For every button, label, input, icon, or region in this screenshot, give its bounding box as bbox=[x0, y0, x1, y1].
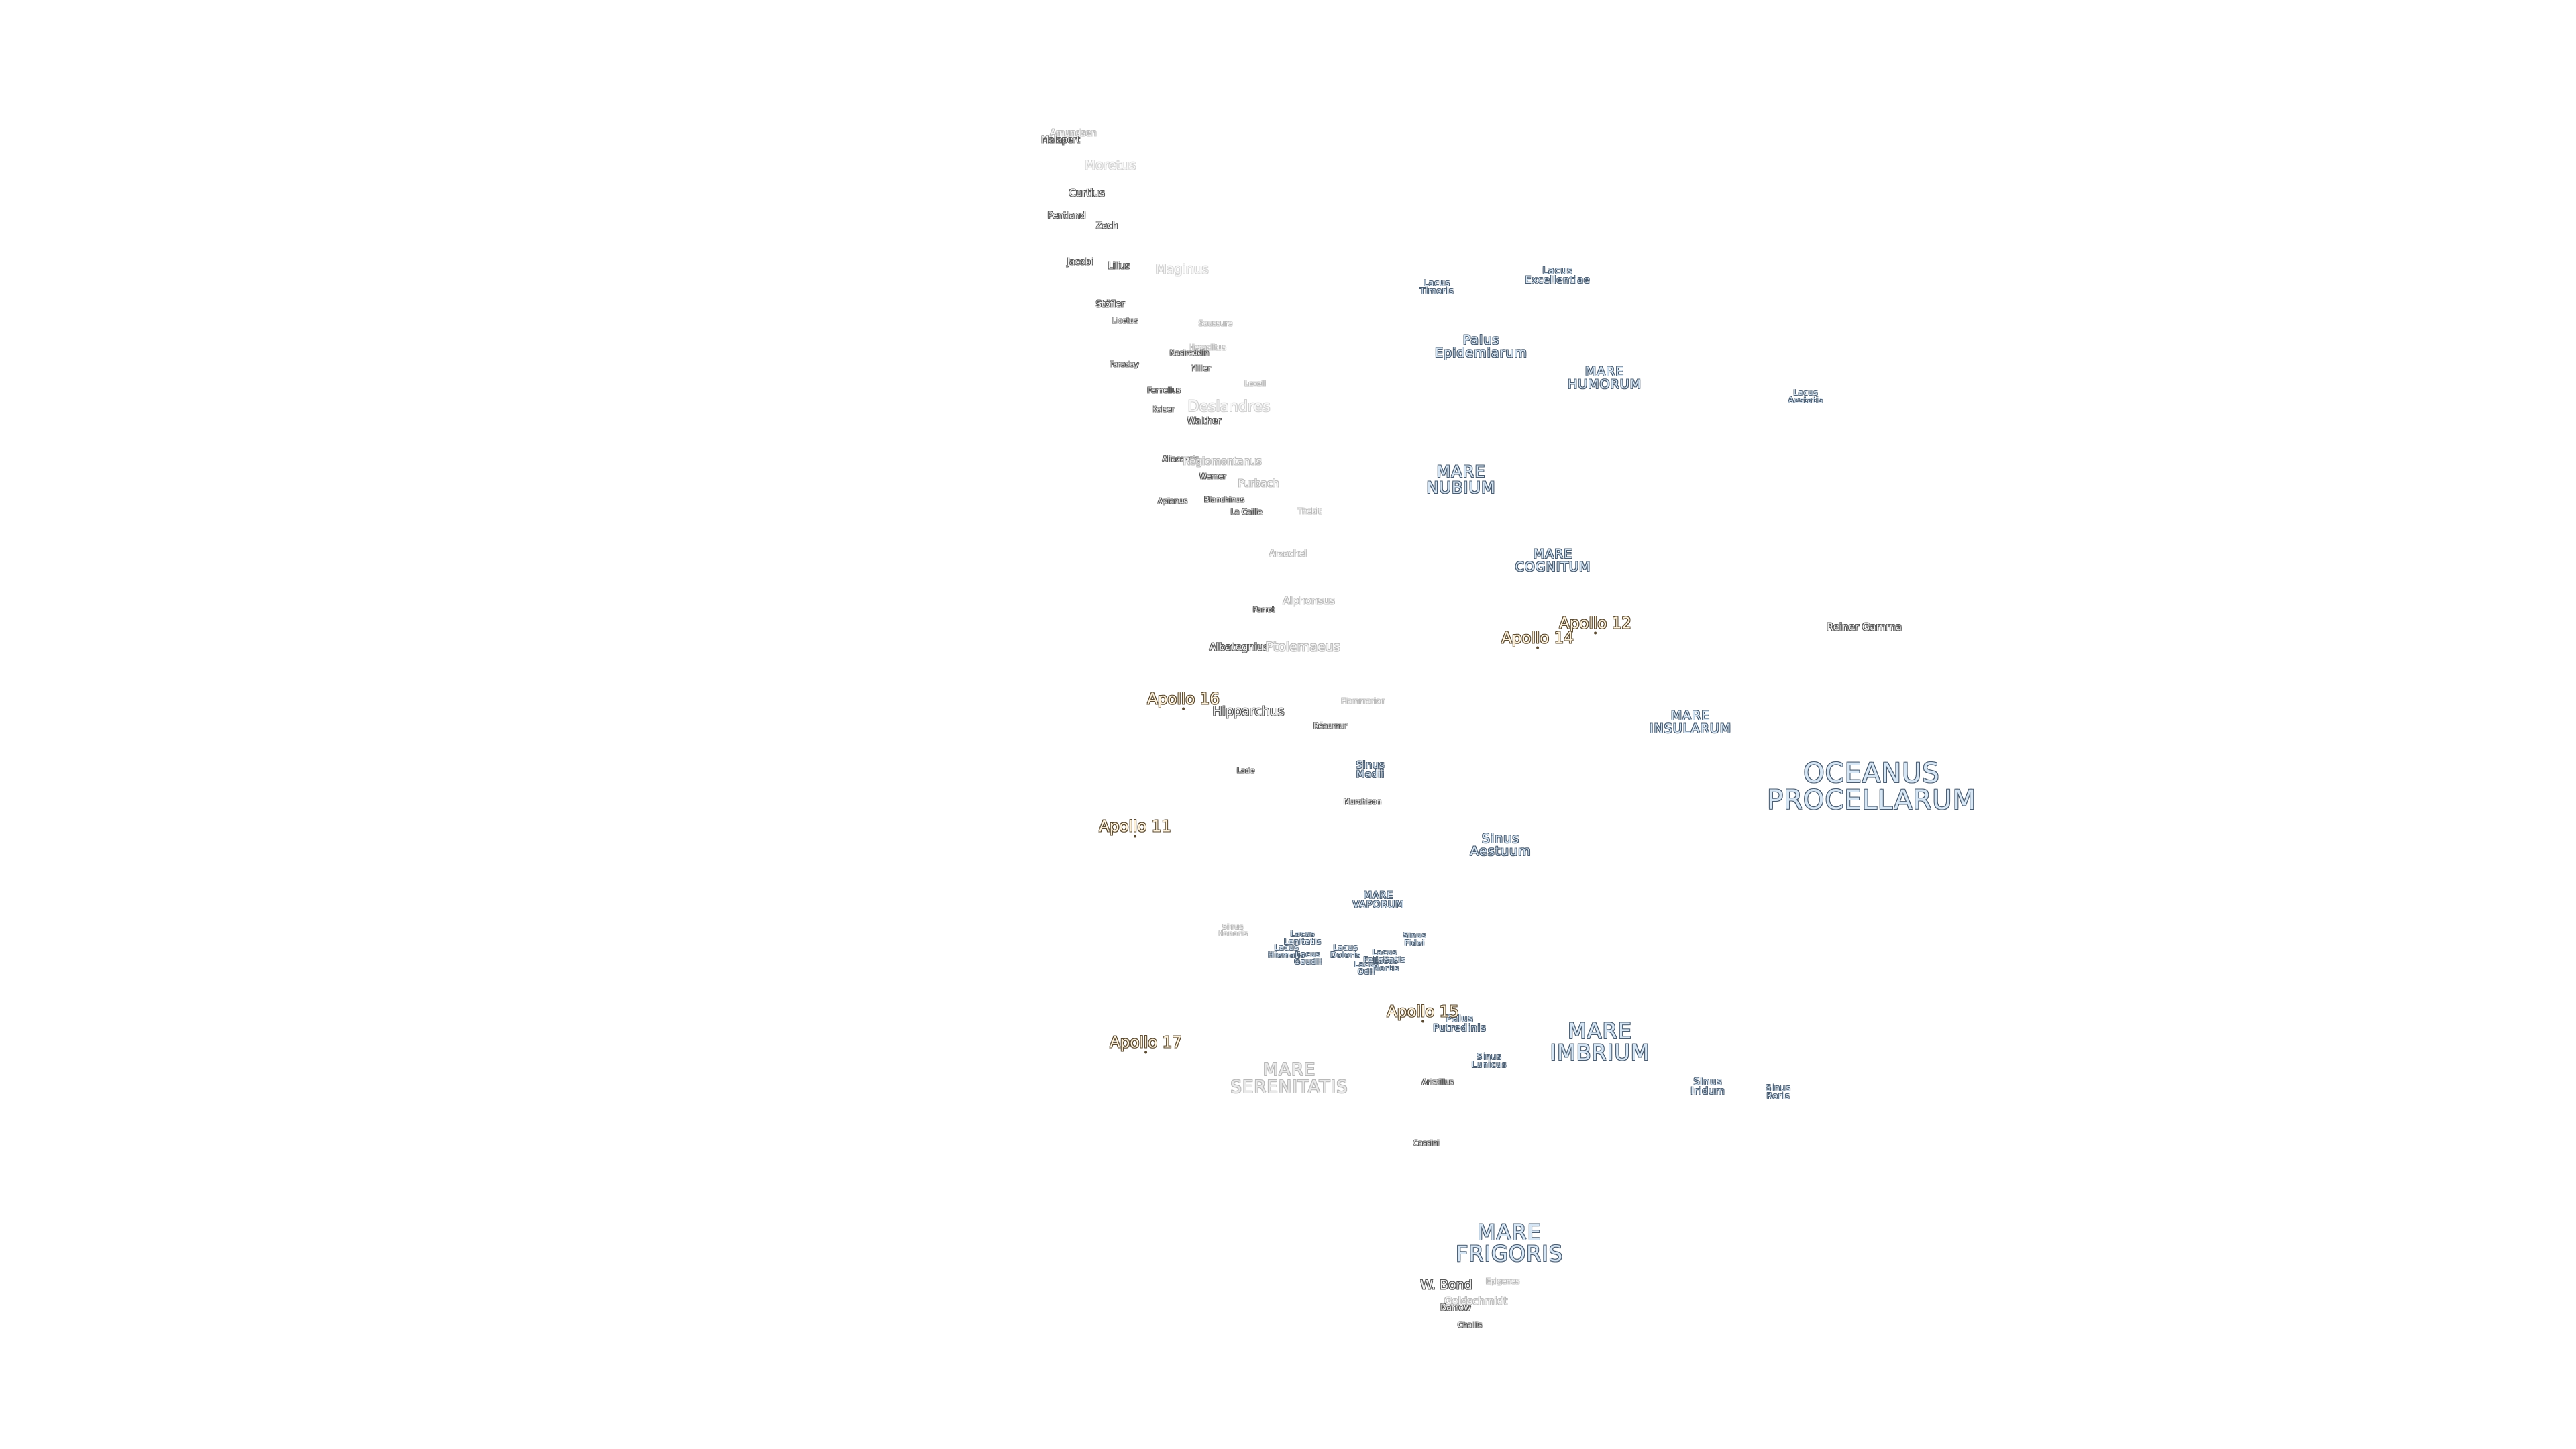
crater-label-blanchinus: Blanchinus bbox=[1203, 495, 1245, 504]
crater-label-heraclitus: Heraclitus bbox=[1189, 343, 1226, 352]
crater-label-thebit: Thebit bbox=[1297, 506, 1322, 516]
apollo-16-marker[interactable]: Apollo 16 bbox=[1147, 690, 1220, 710]
mare-label-insularum: MARE INSULARUM bbox=[1649, 708, 1732, 736]
apollo-17-label: Apollo 17 bbox=[1110, 1034, 1182, 1052]
mare-label-vaporum: MARE VAPORUM bbox=[1352, 890, 1405, 910]
crater-label-apianus: Apianus bbox=[1158, 496, 1187, 506]
crater-label-lilius: Lilius bbox=[1108, 261, 1130, 272]
lacus-label-timoris: Lacus Timoris bbox=[1419, 278, 1454, 296]
lacus-label-excellentiae: Lacus Excellentiae bbox=[1525, 266, 1591, 286]
lacus-label-doloris: Lacus Doloris bbox=[1330, 943, 1361, 959]
crater-label-albategnius: Albategnius bbox=[1209, 641, 1269, 653]
apollo-12-marker[interactable]: Apollo 12 bbox=[1559, 614, 1631, 635]
crater-label-nasireddin: Nasireddin bbox=[1169, 348, 1210, 358]
lacus-label-gaudii: Lacus Gaudii bbox=[1294, 950, 1322, 966]
crater-label-arzachel: Arzachel bbox=[1269, 549, 1307, 559]
lacus-label-hiemalis: Lacus Hiemalis bbox=[1268, 943, 1305, 959]
crater-label-murchison: Murchison bbox=[1343, 797, 1382, 806]
lacus-label-aestatis: Lacus Aestatis bbox=[1788, 388, 1823, 405]
crater-label-barrow: Barrow bbox=[1440, 1303, 1471, 1313]
apollo-14-label: Apollo 14 bbox=[1501, 629, 1574, 647]
crater-label-cassini: Cassini bbox=[1413, 1138, 1440, 1148]
crater-label-aristillus: Aristillus bbox=[1421, 1077, 1454, 1087]
crater-label-alphonsus: Alphonsus bbox=[1283, 594, 1335, 607]
crater-label-lade: Lade bbox=[1236, 766, 1255, 775]
mare-label-frigoris: MARE FRIGORIS bbox=[1455, 1220, 1564, 1267]
crater-label-goldschmidt: Goldschmidt bbox=[1444, 1295, 1508, 1307]
crater-label-deslandres: Deslandres bbox=[1187, 398, 1271, 415]
apollo-11-label: Apollo 11 bbox=[1099, 818, 1171, 836]
crater-label-ptolemaeus: Ptolemaeus bbox=[1265, 639, 1340, 655]
sinus-label-honoris: Sinus Honoris bbox=[1218, 924, 1248, 938]
mare-label-cognitum: MARE COGNITUM bbox=[1515, 547, 1591, 574]
crater-label-miller: Miller bbox=[1191, 364, 1211, 373]
crater-label-saussure: Saussure bbox=[1198, 319, 1233, 328]
crater-label-amundsen: Amundsen bbox=[1050, 128, 1097, 139]
apollo-12-label: Apollo 12 bbox=[1559, 614, 1631, 633]
sinus-label-fidei: Sinus Fidei bbox=[1403, 931, 1427, 947]
sinus-label-medii: Sinus Medii bbox=[1356, 760, 1385, 780]
landing-site-dot-icon bbox=[1421, 1020, 1424, 1023]
palus-label-putredinis: Palus Putredinis bbox=[1433, 1014, 1487, 1034]
crater-label-epigenes: Epigenes bbox=[1485, 1277, 1520, 1286]
apollo-15-label: Apollo 15 bbox=[1387, 1003, 1459, 1021]
apollo-11-marker[interactable]: Apollo 11 bbox=[1099, 818, 1171, 838]
crater-label-werner: Werner bbox=[1199, 472, 1226, 481]
mare-label-serenitatis: MARE SERENITATIS bbox=[1230, 1060, 1348, 1097]
apollo-17-marker[interactable]: Apollo 17 bbox=[1110, 1034, 1182, 1054]
crater-label-regiomontanus: Regiomontanus bbox=[1183, 455, 1262, 468]
mare-label-imbrium: MARE IMBRIUM bbox=[1550, 1018, 1650, 1065]
crater-label-kaiser: Kaiser bbox=[1152, 405, 1175, 414]
mare-label-oceanus-procellarum: OCEANUS PROCELLARUM bbox=[1766, 758, 1977, 816]
crater-label-w-bond: W. Bond bbox=[1420, 1277, 1472, 1293]
crater-label-licetus: Licetus bbox=[1112, 316, 1138, 325]
landing-site-dot-icon bbox=[1182, 707, 1185, 710]
crater-label-reiner-gamma: Reiner Gamma bbox=[1826, 621, 1902, 633]
crater-label-malapert: Malapert bbox=[1041, 135, 1080, 146]
lacus-label-lenitatis: Lacus Lenitatis bbox=[1284, 930, 1322, 946]
sinus-label-lunicus: Sinus Lunicus bbox=[1471, 1052, 1507, 1069]
crater-label-flammarion: Flammarion bbox=[1341, 696, 1385, 706]
apollo-16-label: Apollo 16 bbox=[1147, 690, 1220, 708]
crater-label-lexell: Lexell bbox=[1244, 379, 1266, 388]
crater-label-aliacensis: Aliacensis bbox=[1162, 454, 1199, 464]
crater-label-reaumur: Réaumur bbox=[1313, 721, 1347, 731]
crater-label-purbach: Purbach bbox=[1238, 477, 1279, 490]
crater-label-la-caille: La Caille bbox=[1230, 507, 1263, 517]
crater-label-curtius: Curtius bbox=[1069, 186, 1105, 199]
palus-label-epidemiarum: Palus Epidemiarum bbox=[1435, 333, 1527, 360]
crater-label-walther: Walther bbox=[1187, 416, 1222, 427]
apollo-14-marker[interactable]: Apollo 14 bbox=[1501, 629, 1574, 649]
sinus-label-roris: Sinus Roris bbox=[1766, 1083, 1791, 1101]
landing-site-dot-icon bbox=[1536, 646, 1539, 649]
crater-label-zach: Zach bbox=[1095, 221, 1118, 231]
landing-site-dot-icon bbox=[1144, 1051, 1147, 1054]
mare-label-nubium: MARE NUBIUM bbox=[1426, 462, 1496, 497]
apollo-15-marker[interactable]: Apollo 15 bbox=[1387, 1003, 1459, 1023]
landing-site-dot-icon bbox=[1134, 835, 1136, 838]
sinus-label-aestuum: Sinus Aestuum bbox=[1470, 831, 1532, 859]
crater-label-faraday: Faraday bbox=[1110, 360, 1139, 369]
crater-label-stoefler: Stöfler bbox=[1095, 299, 1125, 310]
crater-label-pentland: Pentland bbox=[1047, 211, 1086, 221]
lacus-label-odii: Lacus Odii bbox=[1354, 960, 1379, 976]
mare-label-humorum: MARE HUMORUM bbox=[1567, 364, 1642, 392]
crater-label-moretus: Moretus bbox=[1084, 158, 1136, 173]
lacus-label-felicitatis: Lacus Felicitatis bbox=[1363, 948, 1406, 964]
crater-label-jacobi: Jacobi bbox=[1067, 257, 1093, 268]
crater-label-challis: Challis bbox=[1457, 1320, 1483, 1330]
crater-label-fernelius: Fernelius bbox=[1147, 386, 1181, 395]
landing-site-dot-icon bbox=[1594, 631, 1597, 635]
crater-label-parrot: Parrot bbox=[1252, 605, 1275, 614]
crater-label-hipparchus: Hipparchus bbox=[1212, 704, 1285, 719]
crater-label-maginus: Maginus bbox=[1155, 262, 1209, 277]
lacus-label-mortis: Lacus Mortis bbox=[1373, 957, 1399, 973]
sinus-label-iridum: Sinus Iridum bbox=[1690, 1077, 1725, 1097]
